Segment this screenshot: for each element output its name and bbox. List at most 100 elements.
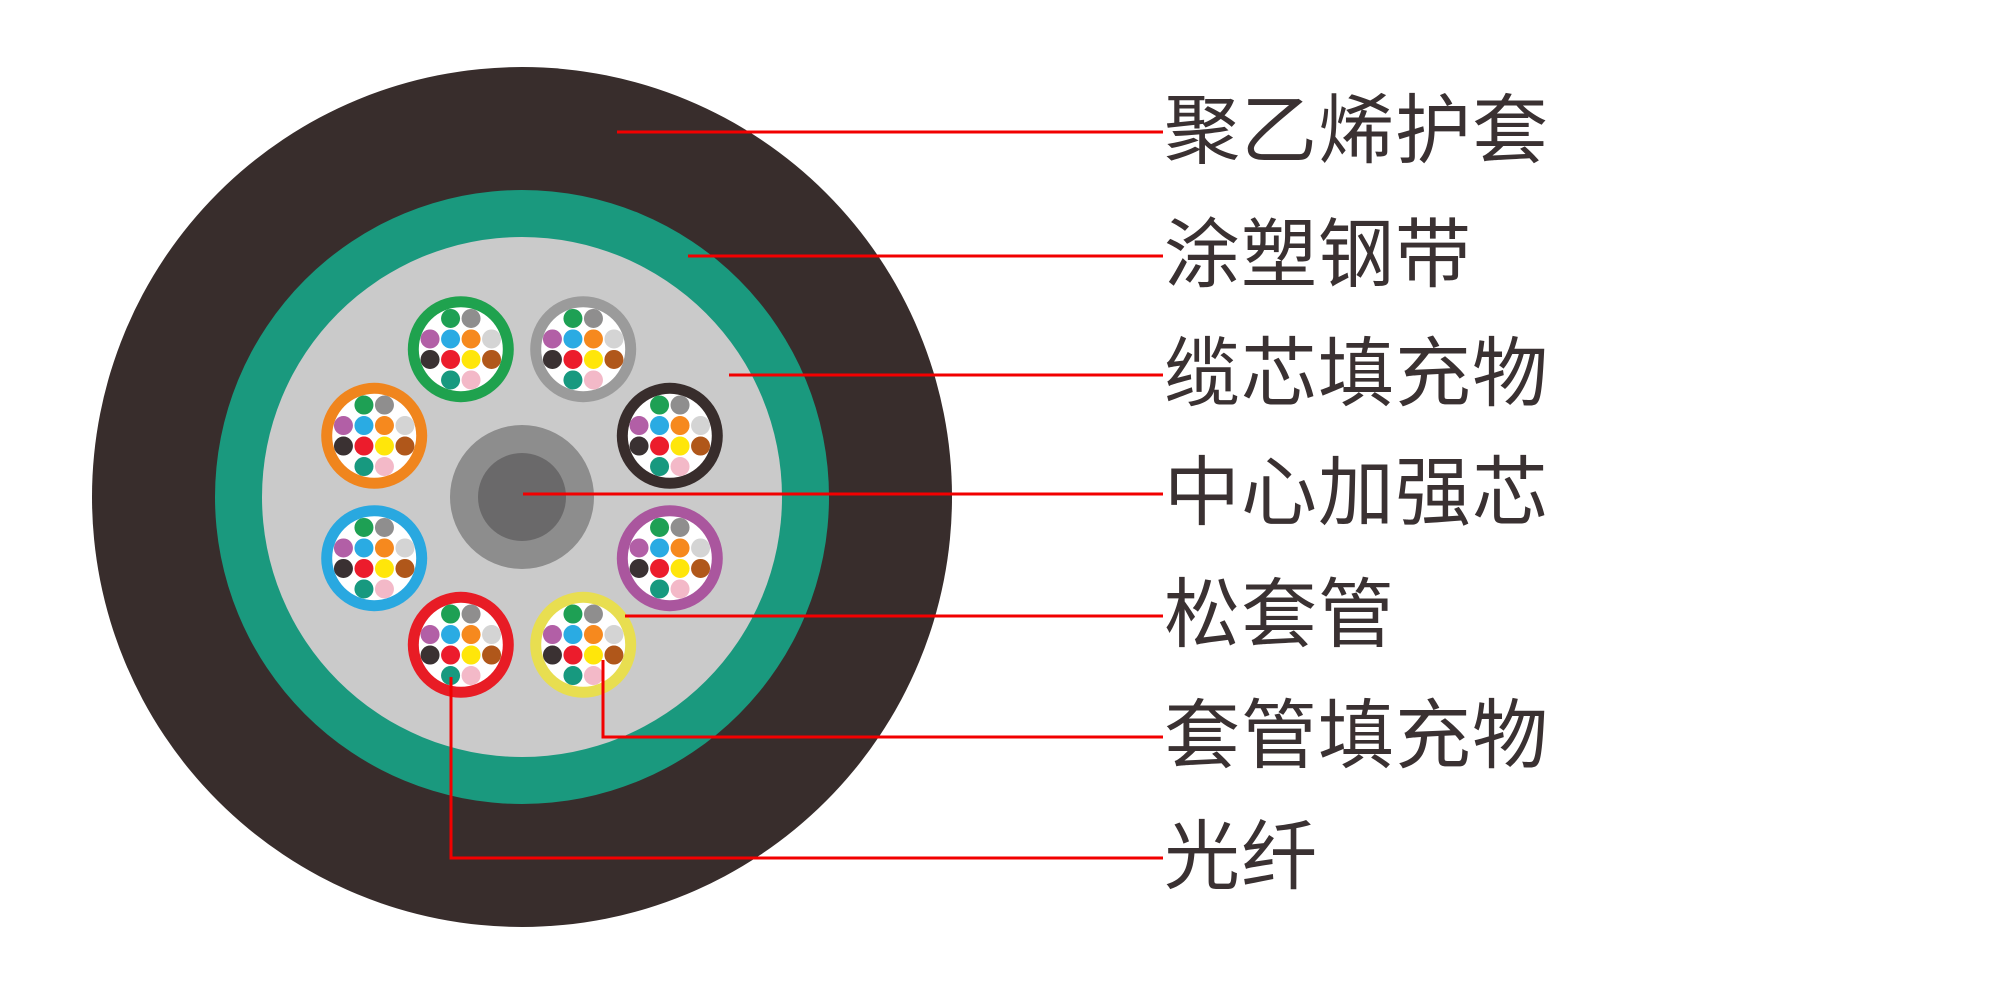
tube-purple [616,505,723,612]
fiber-dot-orange [583,625,603,645]
tube-red [407,591,514,698]
fiber-dot-rose [461,370,481,390]
fiber-dot-rose [583,370,603,390]
fiber-dot-brown [482,349,502,369]
fiber-dot-violet [629,416,649,436]
tube-filler [418,307,503,392]
fiber-dot-slate [583,308,603,328]
callout-label-0: 聚乙烯护套 [1164,89,1549,174]
tube-blue [321,505,428,612]
callout-line-6 [449,677,1163,860]
fiber-dot-aqua [650,579,670,599]
fiber-dot-white [604,625,624,645]
fiber-dot-slate [461,308,481,328]
fiber-dot-rose [583,666,603,686]
tube-filler [332,516,417,601]
callout-lines [449,130,1163,860]
fiber-dot-brown [691,558,711,578]
fiber-dot-yellow [670,436,690,456]
fiber-dot-aqua [650,457,670,477]
fiber-dot-red [441,645,461,665]
fiber-dot-red [354,558,374,578]
fiber-dot-white [482,625,502,645]
fiber-dot-orange [583,329,603,349]
callout-label-2: 缆芯填充物 [1164,332,1549,417]
fiber-dot-black [629,558,649,578]
fiber-dot-violet [420,329,440,349]
fiber-dot-slate [374,395,394,415]
fiber-dot-orange [670,538,690,558]
fiber-dot-slate [583,604,603,624]
fiber-dot-yellow [670,558,690,578]
callout-label-3: 中心加强芯 [1164,451,1549,536]
tube-filler [418,602,503,687]
fiber-dot-green [563,604,583,624]
fiber-dot-green [441,604,461,624]
fiber-dot-blue [354,416,374,436]
fiber-dot-blue [650,416,670,436]
callout-label-6: 光纤 [1164,815,1318,900]
tube-yellow [530,591,637,698]
fiber-dot-green [441,308,461,328]
fiber-dot-blue [441,625,461,645]
fiber-dot-white [604,329,624,349]
fiber-dot-rose [670,457,690,477]
fiber-dot-blue [563,625,583,645]
fiber-dot-yellow [583,349,603,369]
fiber-dot-yellow [374,436,394,456]
loose-tubes [321,296,723,698]
fiber-dot-aqua [441,370,461,390]
fiber-dot-yellow [374,558,394,578]
fiber-dot-violet [420,625,440,645]
fiber-dot-slate [374,517,394,537]
fiber-dot-red [441,349,461,369]
fiber-dot-green [650,517,670,537]
fiber-dot-red [354,436,374,456]
fiber-dot-rose [670,579,690,599]
fiber-dot-violet [333,538,353,558]
cable-cross-section [92,67,952,927]
tube-slate [530,296,637,403]
fiber-dot-slate [670,517,690,537]
fiber-dot-orange [374,538,394,558]
fiber-dot-white [395,416,415,436]
callout-label-5: 套管填充物 [1164,694,1549,779]
fiber-dot-white [395,538,415,558]
fiber-dot-black [420,645,440,665]
fiber-dot-white [691,416,711,436]
fiber-dot-black [542,645,562,665]
fiber-dot-green [650,395,670,415]
fiber-dot-black [333,436,353,456]
fiber-dot-yellow [461,645,481,665]
fiber-dot-orange [461,329,481,349]
fiber-dot-blue [354,538,374,558]
fiber-dot-blue [441,329,461,349]
fiber-dot-black [542,349,562,369]
fiber-dot-aqua [441,666,461,686]
fiber-dot-slate [670,395,690,415]
fiber-dot-brown [395,436,415,456]
tube-filler [332,393,417,478]
fiber-dot-green [354,517,374,537]
fiber-dot-yellow [461,349,481,369]
fiber-dot-red [650,558,670,578]
fiber-dot-black [629,436,649,456]
fiber-dot-brown [482,645,502,665]
fiber-dot-red [563,349,583,369]
fiber-dot-aqua [563,370,583,390]
fiber-dot-violet [542,329,562,349]
tube-black [616,382,723,489]
tube-green [407,296,514,403]
tube-orange [321,382,428,489]
fiber-dot-red [650,436,670,456]
fiber-dot-white [482,329,502,349]
callout-label-1: 涂塑钢带 [1164,213,1472,298]
fiber-dot-brown [691,436,711,456]
fiber-dot-brown [604,349,624,369]
fiber-dot-violet [629,538,649,558]
fiber-dot-yellow [583,645,603,665]
tube-filler [541,307,626,392]
fiber-dot-brown [395,558,415,578]
